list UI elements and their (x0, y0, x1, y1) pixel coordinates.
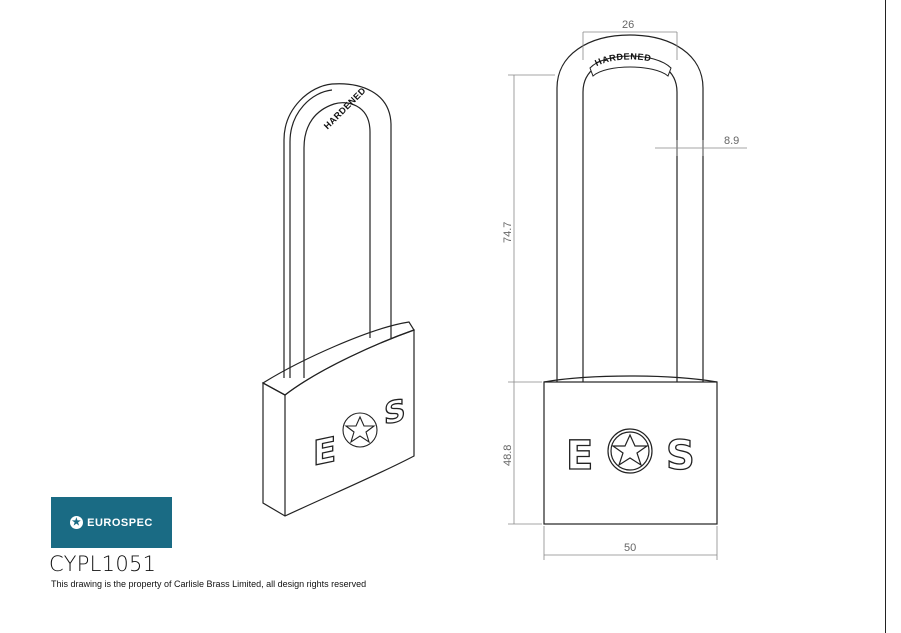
dim-shackle-height: 74.7 (502, 222, 514, 243)
front-hardened-badge: HARDENED (589, 51, 672, 77)
dimension-lines (508, 31, 747, 560)
front-padlock-view (543, 34, 718, 525)
iso-star-icon (344, 415, 376, 444)
property-note: This drawing is the property of Carlisle… (51, 579, 367, 589)
front-shackle-outer (556, 34, 704, 382)
product-code: CYPL1051 (49, 552, 157, 576)
dim-body-width: 50 (624, 542, 636, 554)
globe-star-icon: ★ (70, 516, 84, 529)
iso-body-front (262, 329, 415, 517)
iso-star-circle (342, 412, 378, 448)
frame-border (885, 0, 886, 633)
eurospec-logo: ★ EUROSPEC (51, 497, 172, 548)
front-letter-e: E (566, 433, 593, 479)
front-body (543, 381, 718, 525)
brand-name: EUROSPEC (87, 516, 153, 529)
iso-body-edge (262, 382, 286, 516)
iso-letter-s: S (384, 393, 406, 432)
dim-shackle-width: 26 (622, 19, 634, 31)
front-shackle-inner (582, 57, 678, 382)
front-star-circle-inner (610, 431, 650, 471)
front-body-top-curve (543, 375, 718, 383)
iso-shackle (283, 83, 392, 378)
front-letter-s: S (666, 433, 695, 479)
front-star-circle (607, 428, 653, 474)
dim-shackle-diameter: 8.9 (724, 135, 739, 147)
isometric-padlock-view (261, 83, 415, 517)
iso-emboss (342, 412, 378, 448)
iso-shackle-inner-edge (289, 89, 333, 378)
dim-body-height: 48.8 (502, 445, 514, 466)
iso-letter-e: E (313, 430, 336, 474)
front-star-icon (611, 433, 649, 467)
